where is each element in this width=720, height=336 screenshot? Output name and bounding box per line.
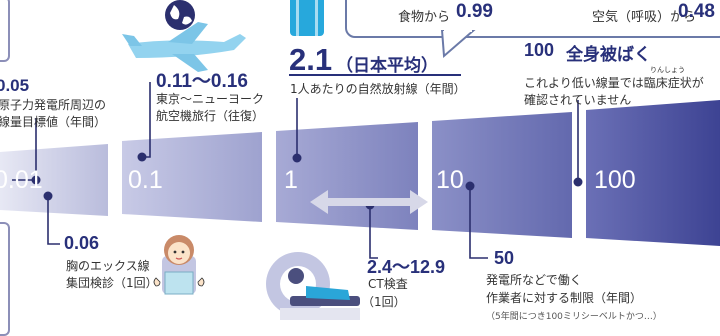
food-value: 0.99 xyxy=(456,1,493,22)
whole-body-value: 100 xyxy=(524,40,555,60)
scale-label-0-1: 0.1 xyxy=(128,166,163,194)
ct-scanner-icon xyxy=(266,252,360,320)
air-value: 0.48 xyxy=(678,1,715,22)
person-icon xyxy=(290,0,324,36)
flight-line1: 東京～ニューヨーク xyxy=(156,92,265,106)
natural-paren: （日本平均） xyxy=(336,56,438,76)
intake-bubble xyxy=(345,0,720,38)
flight-value: 0.11～0.16 xyxy=(156,71,248,92)
scale-label-1: 1 xyxy=(284,166,298,194)
scale-segment-2 xyxy=(122,132,262,222)
worker-line2: 作業者に対する制限（年間） xyxy=(486,291,643,305)
ruby-rinsho: りんしょう xyxy=(650,66,685,74)
globe-icon xyxy=(165,0,195,30)
scale-label-10: 10 xyxy=(436,166,464,194)
left-panel-edge-bottom xyxy=(0,222,10,336)
ct-line2: （1回） xyxy=(362,295,406,309)
plant-target-line1: 原子力発電所周辺の xyxy=(0,98,107,112)
scale-segment-4 xyxy=(432,112,572,238)
ct-value: 2.4～12.9 xyxy=(367,257,446,277)
scale-label-100: 100 xyxy=(594,166,636,194)
ct-line1: CT検査 xyxy=(368,277,408,291)
worker-line1: 発電所などで働く xyxy=(486,273,582,287)
xray-value: 0.06 xyxy=(64,233,100,253)
natural-underline xyxy=(289,74,461,76)
airplane-icon xyxy=(122,22,246,72)
whole-body-line2: 確認されていません xyxy=(524,93,632,107)
whole-body-line1: これより低い線量では臨床症状が xyxy=(524,76,704,90)
air-label: 空気（呼吸）から xyxy=(592,10,697,25)
natural-value: 2.1 xyxy=(289,42,333,77)
bubble-tail xyxy=(440,30,476,59)
scale-segment-5 xyxy=(586,100,720,246)
left-panel-edge-top xyxy=(0,0,10,62)
plant-target-line2: 線量目標値（年間） xyxy=(0,115,107,129)
worker-line3: （5年間につき100ミリシーベルトかつ…） xyxy=(486,312,662,322)
plant-target-value: 0.05 xyxy=(0,76,30,95)
ct-range-arrow xyxy=(310,190,428,214)
worker-value: 50 xyxy=(494,248,515,268)
flight-line2: 航空機旅行（往復） xyxy=(156,109,265,123)
girl-xray-icon xyxy=(153,235,205,295)
scale-segment-1 xyxy=(0,144,108,216)
food-label: 食物から xyxy=(398,10,451,25)
scale-label-0-01: 0.01 xyxy=(0,166,43,194)
xray-line1: 胸のエックス線 xyxy=(66,259,150,273)
whole-body-title: 全身被ばく xyxy=(566,45,651,65)
natural-caption: 1人あたりの自然放射線（年間） xyxy=(290,82,466,96)
xray-line2: 集団検診（1回） xyxy=(66,276,158,290)
